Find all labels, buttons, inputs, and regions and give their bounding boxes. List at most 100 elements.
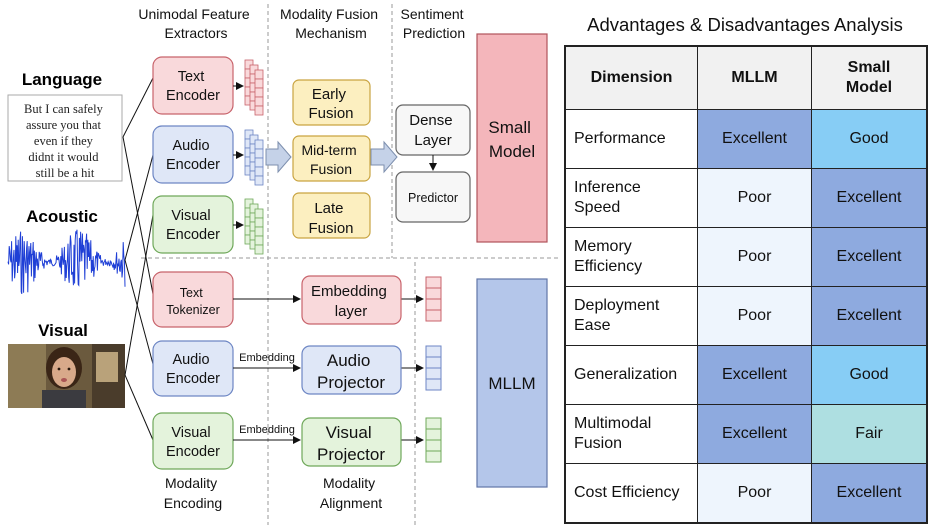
dimension-line: Ease <box>574 317 611 334</box>
feature-cell <box>254 87 264 98</box>
encoder-output-arrows <box>233 82 244 229</box>
token-cell <box>425 309 442 322</box>
text-token-column <box>425 276 442 322</box>
dimension-line: Efficiency <box>574 258 643 275</box>
token-cell <box>425 439 442 452</box>
cell-mllm-rating: Excellent <box>696 404 813 464</box>
embedding-label-audio: Embedding <box>239 352 295 364</box>
video-frame <box>8 344 125 408</box>
input-fanout-lines <box>122 77 154 441</box>
visual-projector-box: Visual Projector <box>301 417 402 467</box>
header-sentiment-prediction: Sentiment Prediction <box>401 6 468 41</box>
svg-text:Small Model: Small Model <box>488 118 535 161</box>
fusion-block-arrows <box>265 140 398 174</box>
token-cell <box>425 378 442 391</box>
text-encoder-box: Text Encoder <box>152 56 234 115</box>
svg-text:Predictor: Predictor <box>408 191 458 205</box>
dimension-line: Inference <box>574 179 641 196</box>
token-cell <box>425 450 442 463</box>
architecture-diagram: Unimodal Feature Extractors Modality Fus… <box>7 4 560 525</box>
dimension-line: Generalization <box>574 366 678 383</box>
dimension-line: Memory <box>574 238 632 255</box>
token-cell <box>425 298 442 311</box>
svg-text:Dense Layer: Dense Layer <box>409 112 457 149</box>
early-fusion-box: Early Fusion <box>292 79 371 126</box>
token-cell <box>425 428 442 441</box>
visual-token-column <box>425 417 442 463</box>
quote-box <box>7 94 123 182</box>
audio-token-column <box>425 345 442 391</box>
feature-cell <box>254 208 264 219</box>
feature-cell <box>254 148 264 159</box>
header-small-model-line2: Model <box>845 79 893 96</box>
cell-mllm-rating: Excellent <box>696 345 813 405</box>
late-fusion-box: Late Fusion <box>292 192 371 239</box>
cell-mllm-rating: Poor <box>696 227 813 287</box>
audio-feature-stack <box>244 129 264 186</box>
quote-text: But I can safely assure you that even if… <box>24 102 106 180</box>
mllm-audio-encoder-box: Audio Encoder <box>152 340 234 397</box>
cell-mllm-rating: Poor <box>696 463 813 524</box>
midterm-fusion-box: Mid-term Fusion <box>292 135 371 182</box>
header-fusion-mechanism: Modality Fusion Mechanism <box>280 6 382 41</box>
audio-waveform <box>7 229 126 295</box>
small-model-box: Small Model <box>476 33 548 243</box>
dimension-line: Speed <box>574 199 621 216</box>
token-cell <box>425 417 442 430</box>
cell-small-model-rating: Fair <box>811 404 928 464</box>
cell-dimension: Generalization <box>564 345 698 405</box>
text-feature-stack <box>244 59 264 116</box>
audio-encoder-box: Audio Encoder <box>152 125 234 184</box>
visual-encoder-box: Visual Encoder <box>152 195 234 254</box>
svg-text:MLLM: MLLM <box>488 374 535 393</box>
mllm-box: MLLM <box>476 278 548 488</box>
token-cell <box>425 367 442 380</box>
feature-cell <box>254 96 264 107</box>
feature-cell <box>254 105 264 116</box>
mllm-branch-arrows <box>233 295 424 444</box>
column-separators <box>141 4 560 525</box>
cell-small-model-rating: Excellent <box>811 463 928 524</box>
text-tokenizer-box: Text Tokenizer <box>152 271 234 328</box>
feature-cell <box>254 139 264 150</box>
cell-small-model-rating: Good <box>811 109 928 169</box>
svg-text:Mid-term Fusion: Mid-term Fusion <box>301 142 360 177</box>
visual-label: Visual <box>38 321 88 340</box>
cell-small-model-rating: Good <box>811 345 928 405</box>
table-header-row: Dimension MLLM Small Model <box>564 45 928 110</box>
cell-small-model-rating: Excellent <box>811 286 928 346</box>
svg-text:Embedding layer: Embedding layer <box>311 283 391 320</box>
token-cell <box>425 356 442 369</box>
footer-modality-alignment: Modality Alignment <box>320 475 382 511</box>
feature-cell <box>254 175 264 186</box>
svg-text:Text Tokenizer: Text Tokenizer <box>166 286 220 317</box>
analysis-panel: Advantages & Disadvantages Analysis Dime… <box>562 0 931 529</box>
cell-small-model-rating: Excellent <box>811 168 928 228</box>
cell-dimension: Performance <box>564 109 698 169</box>
feature-cell <box>254 217 264 228</box>
svg-text:Audio Projector: Audio Projector <box>317 351 385 392</box>
header-small-model: Small Model <box>811 45 928 110</box>
token-cell <box>425 287 442 300</box>
dimension-line: Fusion <box>574 435 623 452</box>
language-label: Language <box>22 70 102 89</box>
feature-vector-stacks <box>244 59 264 255</box>
cell-mllm-rating: Poor <box>696 286 813 346</box>
svg-text:Visual Encoder: Visual Encoder <box>166 208 220 243</box>
svg-text:Audio Encoder: Audio Encoder <box>166 352 220 387</box>
svg-text:Visual Projector: Visual Projector <box>317 423 385 464</box>
feature-cell <box>254 157 264 168</box>
audio-projector-box: Audio Projector <box>301 345 402 395</box>
dimension-line: Performance <box>574 130 666 147</box>
header-dimension: Dimension <box>564 45 698 110</box>
